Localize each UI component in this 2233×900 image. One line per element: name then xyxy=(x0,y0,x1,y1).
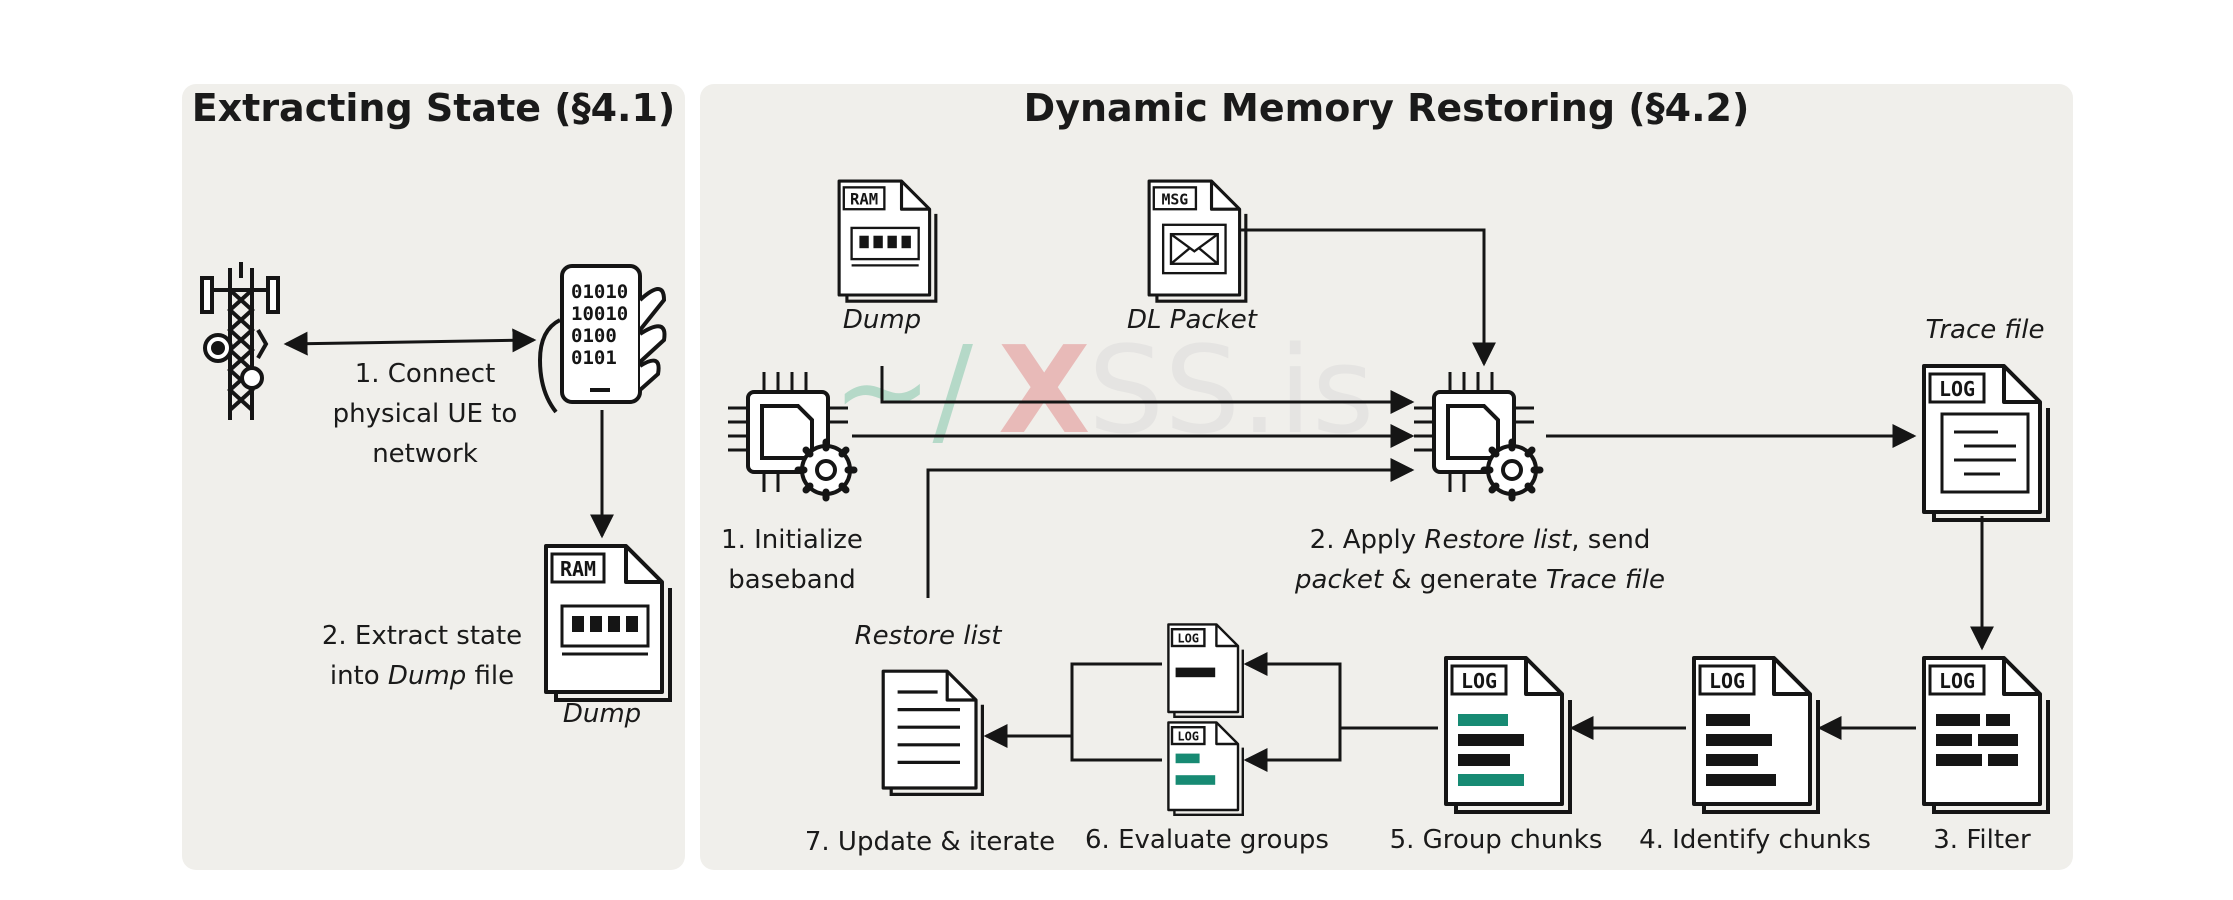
evaluate-log-icon-top: LOG xyxy=(1167,623,1245,718)
apply-label: 2. Apply Restore list, send packet & gen… xyxy=(1280,520,1680,600)
packet-to-chip-arrow xyxy=(1240,228,1496,367)
extract-label-line: 2. Extract state xyxy=(321,621,523,651)
connect-arrow xyxy=(283,328,537,356)
binary-row: 10010 xyxy=(571,303,628,325)
binary-row: 0101 xyxy=(571,347,617,369)
connect-label-line: 1. Connect xyxy=(354,359,496,389)
trace-log-file-icon: LOG xyxy=(1922,364,2050,522)
step7-update-label: 7. Update & iterate xyxy=(804,827,1056,857)
connect-label-line: physical UE to xyxy=(332,399,518,429)
panel-title-restoring: Dynamic Memory Restoring (§4.2) xyxy=(1023,86,1750,130)
dump-caption-left: Dump xyxy=(562,699,642,729)
group-to-eval-top-arrow xyxy=(1243,652,1438,730)
ram-dump-icon-top: RAM xyxy=(837,179,938,303)
smartphone-icon: 01010 10010 0100 0101 xyxy=(537,264,667,414)
watermark-rest: SS.is xyxy=(1088,322,1374,461)
log-tag: LOG xyxy=(1461,669,1497,693)
restore-list-doc-icon xyxy=(881,669,985,797)
dl-packet-caption: DL Packet xyxy=(1127,305,1257,335)
log-tag: LOG xyxy=(1939,669,1975,693)
log-tag: LOG xyxy=(1177,729,1199,743)
extract-label-line: into Dump file xyxy=(329,661,515,691)
step5-group-label: 5. Group chunks xyxy=(1389,825,1603,855)
flow-arrows xyxy=(852,228,1994,772)
extract-label: 2. Extract state into Dump file xyxy=(316,616,528,696)
connect-label-line: network xyxy=(372,439,478,469)
init-baseband-label: 1. Initialize baseband xyxy=(712,520,872,600)
dump-caption-right: Dump xyxy=(842,305,922,335)
init-label-line: 1. Initialize xyxy=(721,525,863,555)
watermark-x: X xyxy=(998,322,1091,461)
hand-icon xyxy=(537,318,561,414)
apply-label-line: packet & generate Trace file xyxy=(1295,565,1665,595)
trace-file-caption: Trace file xyxy=(1925,315,2045,345)
panel-extracting-state xyxy=(182,84,685,870)
group-chunks-log-icon: LOG xyxy=(1444,656,1572,814)
group-to-eval-bottom-arrow xyxy=(1243,728,1342,772)
init-label-line: baseband xyxy=(728,565,856,595)
log-tag: LOG xyxy=(1939,377,1975,401)
log-tag: LOG xyxy=(1177,631,1199,645)
filter-log-icon: LOG xyxy=(1922,656,2050,814)
connect-label: 1. Connect physical UE to network xyxy=(330,354,520,474)
binary-row: 0100 xyxy=(571,325,617,347)
dump-to-chip-arrow xyxy=(880,366,1415,414)
apply-label-line: 2. Apply Restore list, send xyxy=(1309,525,1651,555)
ram-tag: RAM xyxy=(850,191,878,209)
identify-chunks-log-icon: LOG xyxy=(1692,656,1820,814)
panel-title-extracting: Extracting State (§4.1) xyxy=(191,86,676,130)
msg-tag: MSG xyxy=(1161,192,1188,209)
ram-tag: RAM xyxy=(560,557,596,581)
restore-to-chip-arrow xyxy=(926,458,1415,598)
evaluate-log-icon-bottom: LOG xyxy=(1167,721,1245,816)
restore-list-caption: Restore list xyxy=(854,621,1002,651)
dl-packet-msg-icon: MSG xyxy=(1147,179,1248,303)
log-tag: LOG xyxy=(1709,669,1745,693)
watermark-prefix: ~/ xyxy=(832,322,974,461)
step6-evaluate-label: 6. Evaluate groups xyxy=(1085,825,1329,855)
step3-filter-label: 3. Filter xyxy=(1933,825,2031,855)
watermark: ~/ X SS.is xyxy=(832,322,1374,461)
eval-merge-line xyxy=(1070,662,1162,762)
step4-identify-label: 4. Identify chunks xyxy=(1639,825,1871,855)
binary-row: 01010 xyxy=(571,281,628,303)
ram-dump-icon: RAM xyxy=(544,544,672,702)
cell-tower-icon xyxy=(200,262,280,420)
